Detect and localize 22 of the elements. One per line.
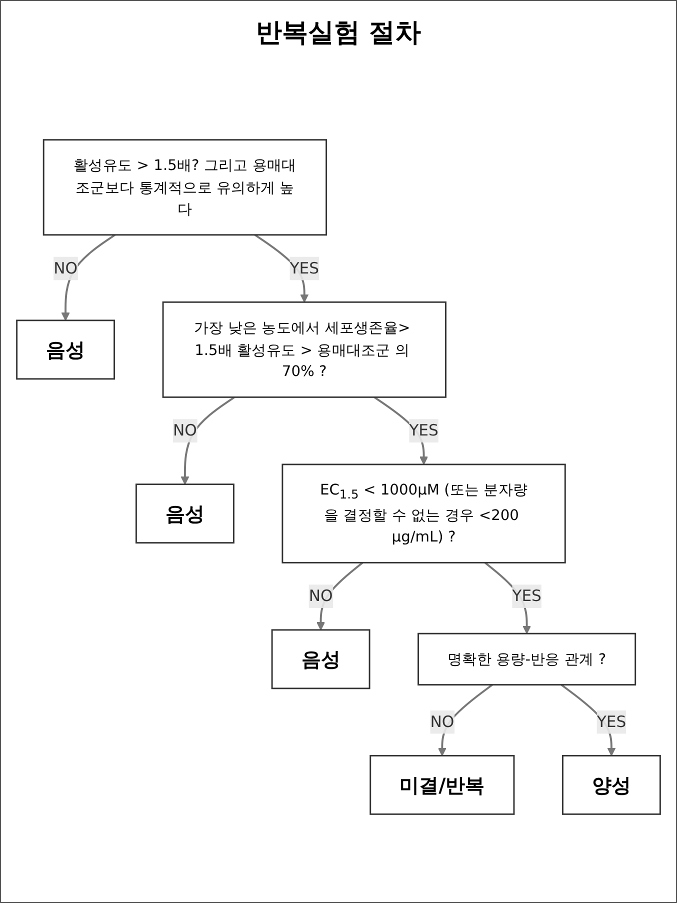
node-box: 음성	[271, 629, 370, 690]
node-box: 양성	[562, 754, 661, 815]
edge-label: NO	[54, 258, 78, 278]
node-box: EC$_{1.5}$ < 1000μM (또는 분자량을 결정할 수 없는 경우 <200 μg/mL) ?	[282, 464, 566, 564]
node-box: 음성	[16, 320, 116, 380]
edge-label: YES	[512, 586, 542, 606]
arrow	[316, 562, 364, 630]
arrow	[438, 684, 493, 756]
edge-label: YES	[596, 712, 626, 731]
edge-label: YES	[409, 421, 438, 440]
node-box: 미결/반복	[370, 754, 515, 815]
node-box: 음성	[136, 484, 234, 544]
edge-label: NO	[430, 712, 454, 731]
node-box: 명확한 용량-반응 관계 ?	[418, 632, 636, 686]
edge-label: YES	[290, 258, 320, 278]
node-box: 가장 낮은 농도에서 세포생존율> 1.5배 활성유도 > 용매대조군 의 70% ?	[162, 301, 446, 398]
edge-label: NO	[308, 586, 333, 606]
edge-label: NO	[172, 421, 197, 440]
diagram-title: 반복실험 절차	[256, 17, 422, 50]
arrow	[61, 234, 116, 321]
arrow	[180, 396, 235, 485]
node-box: 활성유도 > 1.5배? 그리고 용매대조군보다 통계적으로 유의하게 높다	[42, 139, 328, 236]
